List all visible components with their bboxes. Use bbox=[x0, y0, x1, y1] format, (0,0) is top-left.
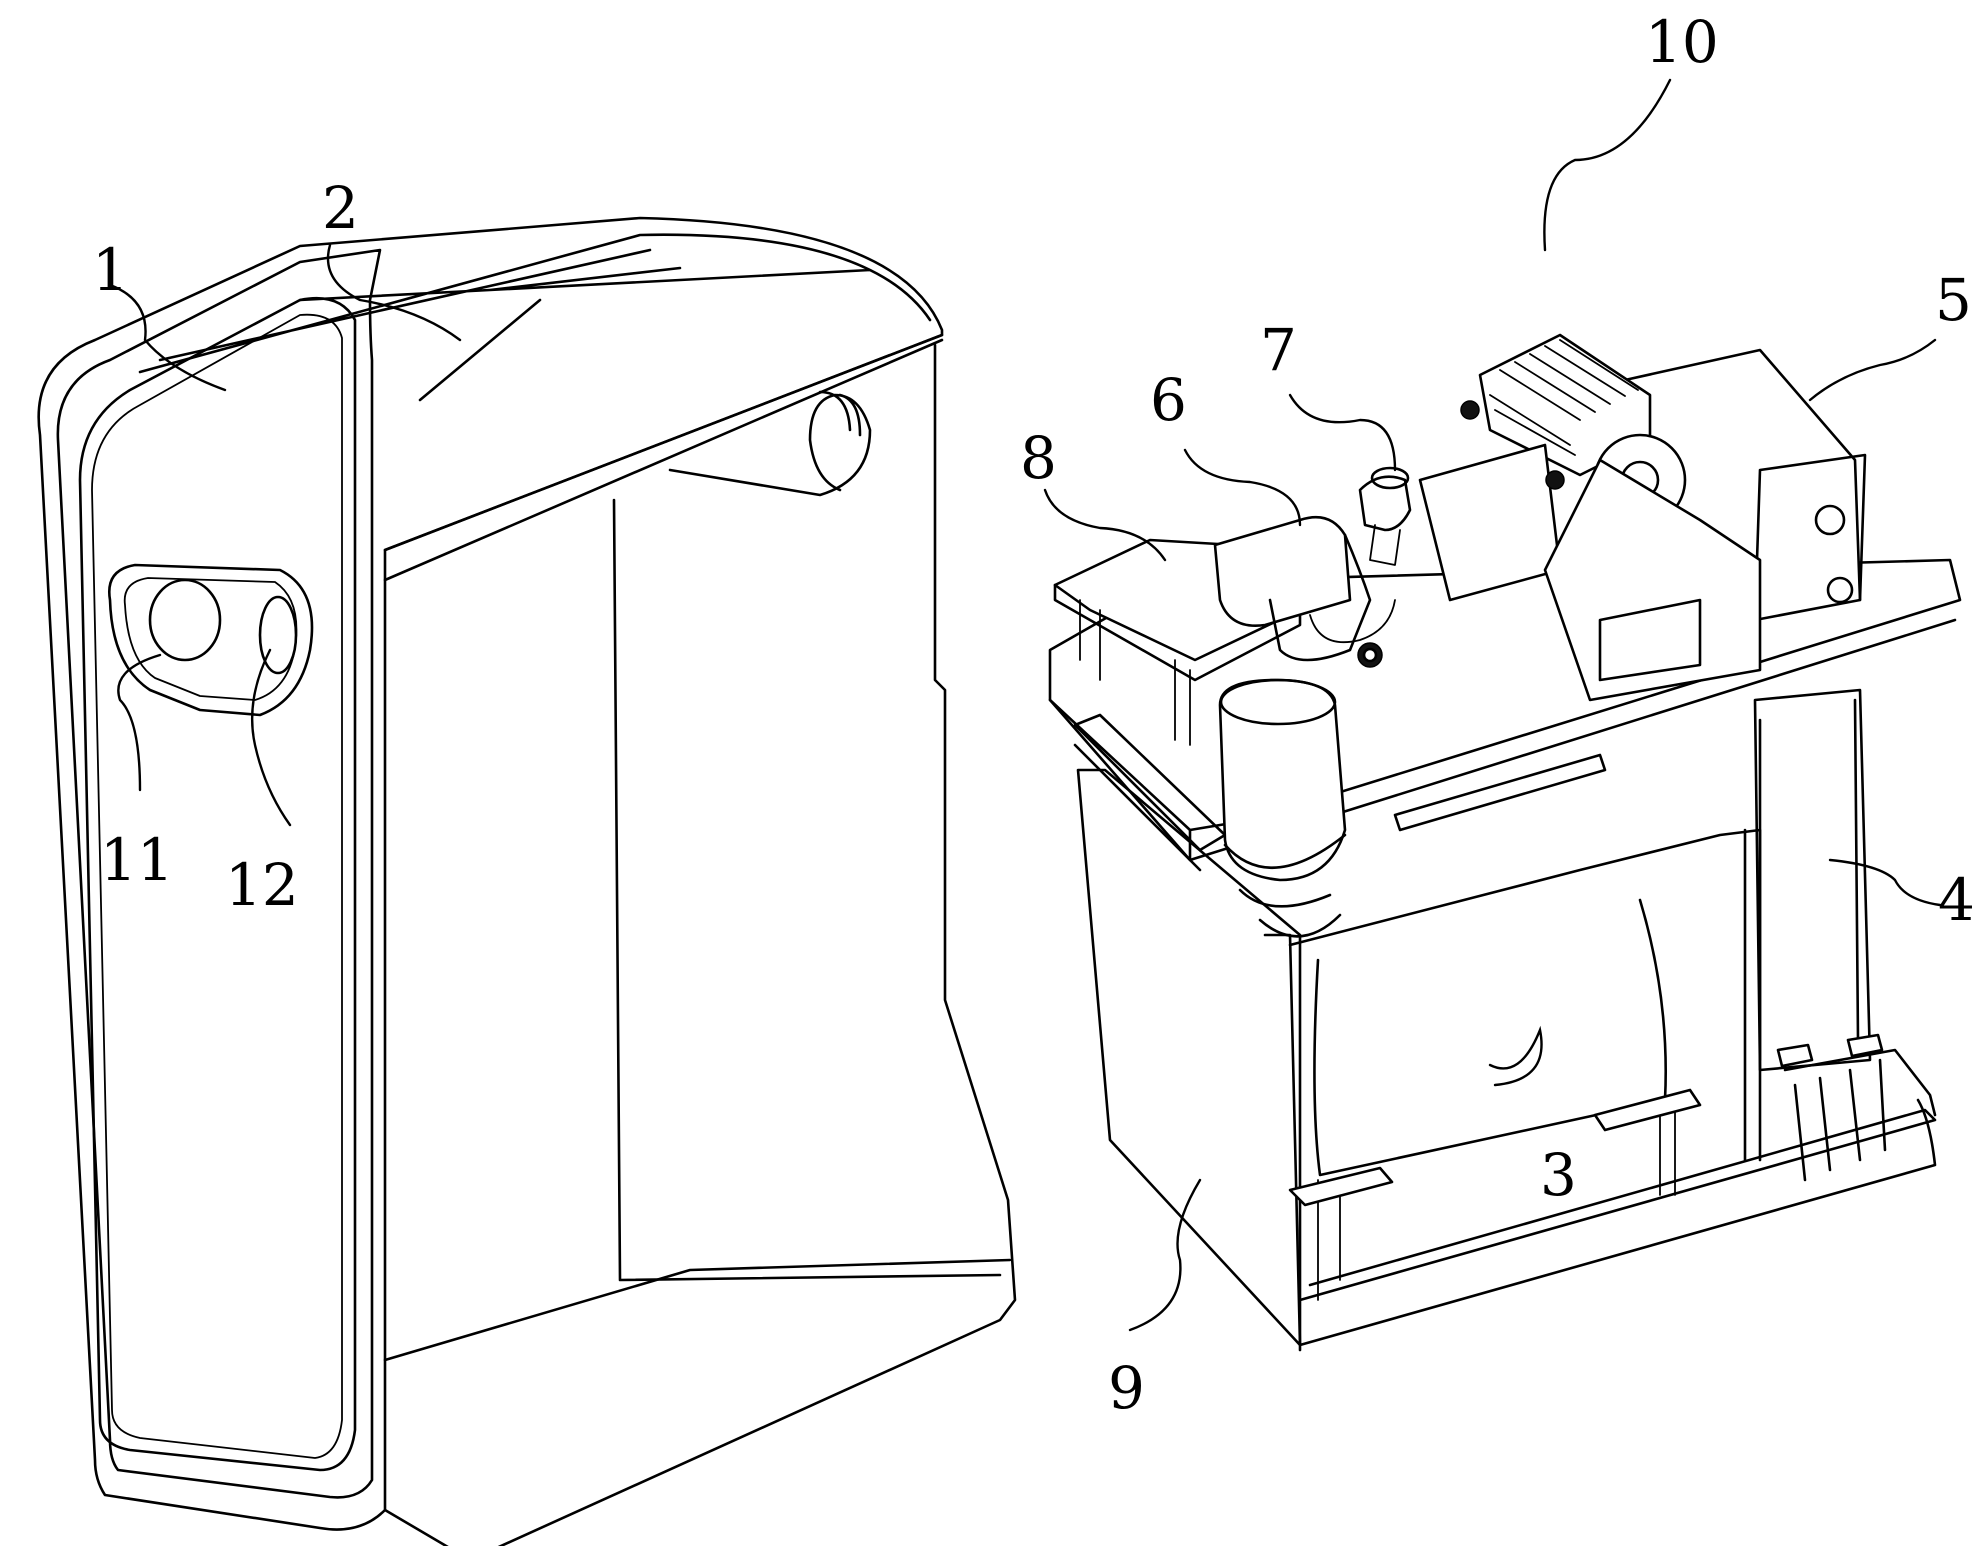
reference-numerals: 1 2 3 4 5 6 7 8 9 10 11 12 bbox=[92, 8, 1975, 1422]
housing-top-back-edge bbox=[383, 333, 944, 582]
housing-side-back-edge bbox=[486, 343, 1017, 1551]
label-1: 1 bbox=[92, 236, 129, 304]
button-12 bbox=[258, 595, 298, 675]
housing-front-inner-1 bbox=[56, 248, 382, 1499]
label-3: 3 bbox=[1540, 1141, 1577, 1209]
inner-mechanism bbox=[1048, 333, 1962, 1352]
housing-front-outer bbox=[37, 216, 944, 1531]
box-side bbox=[1263, 933, 1937, 1352]
leader-lines bbox=[108, 78, 1942, 1332]
leader-5 bbox=[1808, 338, 1937, 402]
label-6: 6 bbox=[1150, 366, 1187, 434]
label-11: 11 bbox=[100, 826, 174, 894]
box-bottom-rim bbox=[1298, 1108, 1937, 1302]
cylinder-top bbox=[1219, 678, 1337, 726]
leader-4 bbox=[1828, 858, 1942, 907]
column-4 bbox=[1753, 688, 1872, 1072]
label-12: 12 bbox=[225, 851, 299, 919]
label-5: 5 bbox=[1935, 266, 1972, 334]
heat-sink-fins bbox=[1489, 339, 1639, 456]
bracket bbox=[1418, 443, 1562, 602]
leader-11 bbox=[117, 653, 162, 792]
leader-6 bbox=[1183, 448, 1302, 527]
leader-7 bbox=[1288, 393, 1397, 472]
connector-rail bbox=[1393, 753, 1607, 832]
housing-bottom-front bbox=[383, 1508, 458, 1551]
cylinder-bottom bbox=[1223, 833, 1347, 938]
cradle-inner bbox=[1598, 598, 1702, 682]
housing-front-inner-2 bbox=[78, 296, 357, 1472]
leader-9 bbox=[1128, 1178, 1202, 1332]
label-7: 7 bbox=[1260, 316, 1297, 384]
valve-7 bbox=[1358, 475, 1412, 532]
label-4: 4 bbox=[1938, 866, 1975, 934]
tray-clip-a bbox=[1776, 1043, 1814, 1068]
leader-2 bbox=[326, 243, 462, 342]
housing-front-inner-3 bbox=[91, 313, 343, 1459]
leader-1 bbox=[108, 283, 227, 392]
motor-6 bbox=[1213, 515, 1352, 628]
leader-3 bbox=[1488, 1025, 1543, 1087]
screw-a bbox=[1460, 400, 1480, 420]
housing-inner-vertical bbox=[612, 498, 1002, 1282]
drum-3 bbox=[1313, 898, 1668, 1177]
leader-10 bbox=[1543, 78, 1672, 252]
drum-3-inner bbox=[1317, 1099, 1676, 1301]
label-2: 2 bbox=[322, 174, 359, 242]
block-5-bolt-a bbox=[1814, 504, 1846, 536]
pad-right bbox=[1593, 1088, 1702, 1132]
housing-shell bbox=[37, 216, 1017, 1551]
label-9: 9 bbox=[1108, 1354, 1145, 1422]
housing-top-panel bbox=[138, 233, 932, 402]
housing-roller bbox=[668, 390, 872, 497]
pad-left bbox=[1288, 1166, 1394, 1207]
handle-window-inner bbox=[123, 577, 298, 701]
leader-8 bbox=[1043, 488, 1167, 562]
label-8: 8 bbox=[1020, 424, 1057, 492]
board-8-standoffs bbox=[1079, 599, 1191, 746]
screw-b bbox=[1545, 470, 1565, 490]
valve-7-cap bbox=[1370, 466, 1410, 490]
board-8-edge bbox=[1053, 583, 1302, 682]
drum-3-back-wall bbox=[1288, 828, 1762, 1162]
valve-7-stem bbox=[1369, 524, 1401, 566]
housing-bottom-edge bbox=[383, 1258, 1012, 1362]
leader-12 bbox=[250, 648, 292, 827]
motor-6-gear bbox=[1309, 599, 1396, 644]
motor-6-shaft-cap bbox=[1362, 647, 1378, 663]
tray-clip-b bbox=[1846, 1033, 1884, 1058]
block-5-bolt-b bbox=[1826, 576, 1854, 604]
label-10: 10 bbox=[1645, 8, 1719, 76]
motor-6-body bbox=[1268, 533, 1372, 662]
bottom-tray bbox=[1783, 1048, 1937, 1182]
button-11 bbox=[148, 578, 222, 662]
